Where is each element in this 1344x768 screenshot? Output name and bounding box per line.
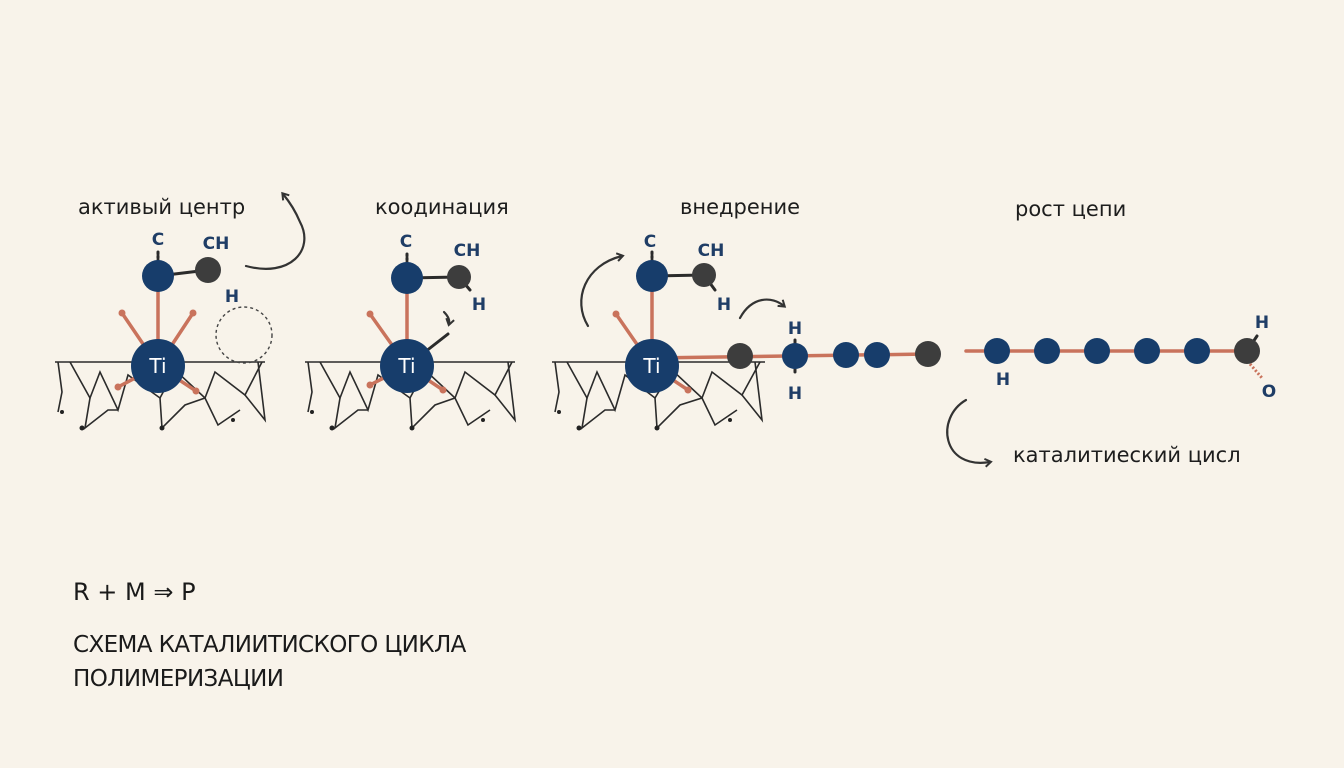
titanium-atom [131, 339, 185, 393]
chain-atom [833, 342, 859, 368]
c-label: C [644, 232, 656, 252]
chain-atom [1184, 338, 1210, 364]
c-label: C [400, 232, 412, 252]
carbon-atom [391, 262, 423, 294]
h-label: H [1255, 313, 1269, 333]
ti-label: Ti [642, 354, 660, 378]
carbon-atom [142, 260, 174, 292]
ti-label: Ti [148, 354, 166, 378]
stage-insertion: Ti C CH H H H [552, 232, 941, 431]
ch-label: CH [203, 234, 230, 254]
stage-label-coordination: коодинация [375, 195, 509, 219]
h-label: H [717, 295, 731, 315]
ch-atom [692, 263, 716, 287]
stage-coordination: Ti C CH H [305, 232, 517, 431]
h-label: H [472, 295, 486, 315]
diagram-caption: СХЕМА КАТАЛИИТИСКОГО ЦИКЛА ПОЛИМЕРИЗАЦИИ [73, 628, 466, 696]
caption-line-1: СХЕМА КАТАЛИИТИСКОГО ЦИКЛА [73, 632, 466, 658]
chain-atom [864, 342, 890, 368]
chain-atom [984, 338, 1010, 364]
curved-arrow-icon [580, 252, 625, 328]
caption-line-2: ПОЛИМЕРИЗАЦИИ [73, 666, 284, 692]
ti-label: Ti [397, 354, 415, 378]
stage-label-active-center: активый центр [78, 195, 245, 219]
h-label: H [996, 370, 1010, 390]
chain-atom [1134, 338, 1160, 364]
c-label: C [152, 230, 164, 250]
ch-label: CH [698, 241, 725, 261]
ch-atom [447, 265, 471, 289]
stage-chain-growth: H H O каталитиеский цисл [946, 313, 1276, 468]
h-label: H [788, 384, 802, 404]
chain-atom [1084, 338, 1110, 364]
chain-atom [915, 341, 941, 367]
ch-atom [195, 257, 221, 283]
chain-atom [1034, 338, 1060, 364]
ch-label: CH [454, 241, 481, 261]
stage-active-center: Ti C CH H [55, 191, 306, 431]
curved-arrow-icon [738, 298, 787, 320]
catalytic-cycle-label: каталитиеский цисл [1013, 443, 1241, 467]
carbon-atom [636, 260, 668, 292]
titanium-atom [380, 339, 434, 393]
vacant-site-circle [215, 306, 273, 364]
curved-arrow-icon [244, 191, 306, 270]
small-arrow-icon [442, 310, 455, 327]
h-label: H [225, 287, 239, 307]
stage-label-insertion: внедрение [680, 195, 800, 219]
cycle-arrow-icon [946, 398, 993, 468]
stage-label-chain-growth: рост цепи [1015, 197, 1126, 221]
chain-atom [782, 343, 808, 369]
titanium-atom [625, 339, 679, 393]
h-label: H [788, 319, 802, 339]
o-label: O [1262, 382, 1276, 402]
chain-atom [727, 343, 753, 369]
chain-end-atom [1234, 338, 1260, 364]
reaction-equation: R + M ⇒ P [73, 578, 196, 606]
